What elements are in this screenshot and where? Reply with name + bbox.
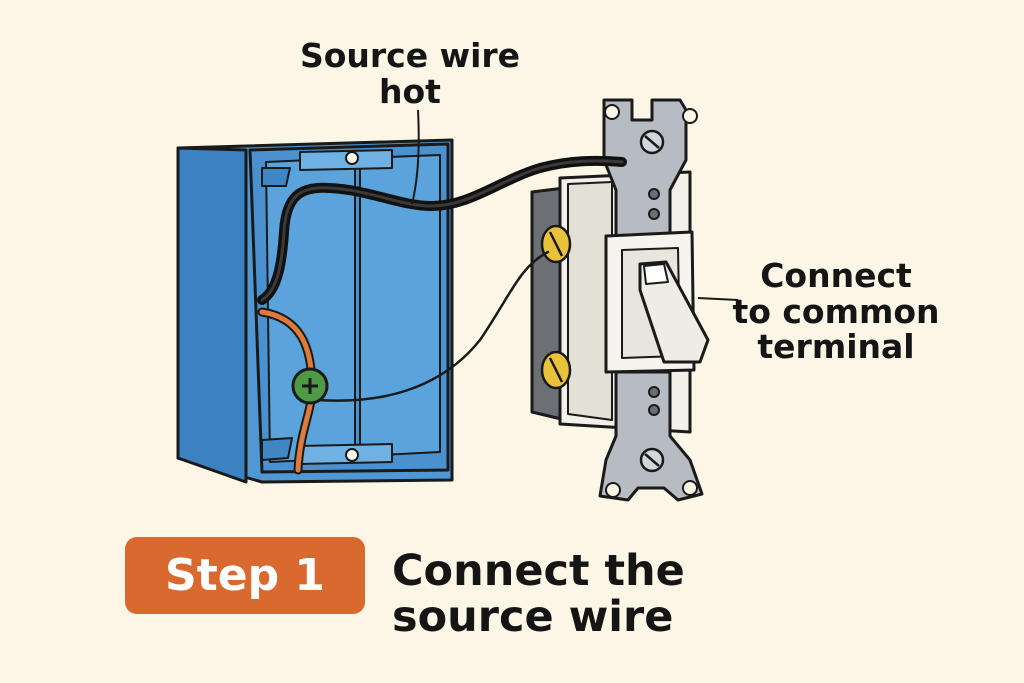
step-title-line: Connect the — [392, 546, 685, 596]
callout-line: Source wire — [299, 36, 521, 75]
step-badge-label: Step 1 — [165, 550, 325, 601]
step-title: Connect the source wire — [392, 548, 732, 641]
common-terminal-callout: Connect to common terminal — [720, 258, 952, 365]
source-wire-leader — [411, 109, 420, 205]
bare-ground-wire — [316, 250, 550, 402]
step-badge: Step 1 — [125, 537, 365, 614]
callout-line: Connect — [760, 256, 912, 295]
callout-line: terminal — [757, 327, 915, 367]
common-terminal-leader — [697, 297, 739, 301]
toggle-lever — [638, 260, 710, 364]
source-wire-callout: Source wire hot — [272, 38, 548, 109]
callout-line: hot — [379, 71, 441, 111]
terminal-screw-icon — [540, 224, 572, 390]
callout-line: to common — [732, 291, 940, 331]
step-title-line: source wire — [392, 592, 674, 643]
ground-screw-icon — [291, 367, 329, 405]
